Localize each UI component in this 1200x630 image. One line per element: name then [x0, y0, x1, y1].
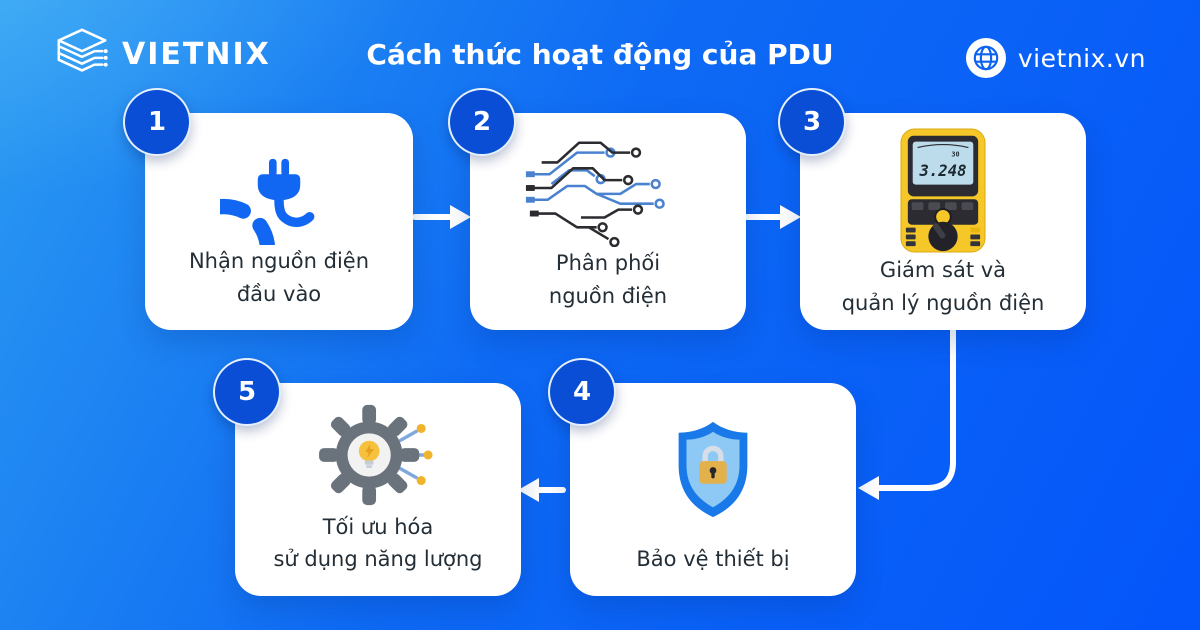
brand-logo: VIETNIX: [52, 26, 271, 82]
step-card-5: 5: [213, 358, 521, 596]
step-4-label: Bảo vệ thiết bị: [636, 547, 790, 572]
website-label: vietnix.vn: [1017, 43, 1146, 73]
step-3-label: Giám sát và quản lý nguồn điện: [841, 258, 1045, 315]
circuit-branches-icon: [522, 127, 694, 247]
step-5-badge: 5: [213, 358, 281, 426]
arrowhead-left-3: [858, 476, 879, 500]
gear-lightbulb-icon: [314, 397, 442, 511]
step-card-2: 2: [448, 88, 746, 330]
step-card-1: 1 Nhận nguồn điện đầu vào: [123, 88, 413, 330]
step-4-badge: 4: [548, 358, 616, 426]
step-2-label: Phân phối nguồn điện: [548, 251, 668, 308]
step-card-3: 3 30 3.248: [778, 88, 1086, 330]
page-title: Cách thức hoạt động của PDU: [366, 38, 834, 71]
meter-scale-text: 30: [951, 150, 959, 158]
website-link: vietnix.vn: [965, 38, 1146, 78]
shield-lock-icon: [663, 397, 763, 543]
brand-name: VIETNIX: [122, 36, 271, 72]
step-1-badge: 1: [123, 88, 191, 156]
globe-icon: [965, 38, 1006, 78]
step-1-label: Nhận nguồn điện đầu vào: [188, 249, 370, 306]
power-plug-icon: [220, 127, 338, 245]
arrowhead-right-2: [780, 205, 801, 229]
arrowhead-left-4: [518, 478, 539, 502]
meter-reading-text: 3.248: [918, 161, 966, 180]
step-3-badge: 3: [778, 88, 846, 156]
step-5-label: Tối ưu hóa sử dụng năng lượng: [273, 514, 483, 572]
step-2-badge: 2: [448, 88, 516, 156]
vietnix-stack-logo-icon: [57, 28, 108, 72]
arrow-step3-to-step4: [875, 322, 956, 491]
arrowhead-right-1: [450, 205, 471, 229]
step-card-4: 4 Bảo vệ thiết bị: [548, 358, 856, 596]
multimeter-icon: 30 3.248: [898, 127, 988, 254]
